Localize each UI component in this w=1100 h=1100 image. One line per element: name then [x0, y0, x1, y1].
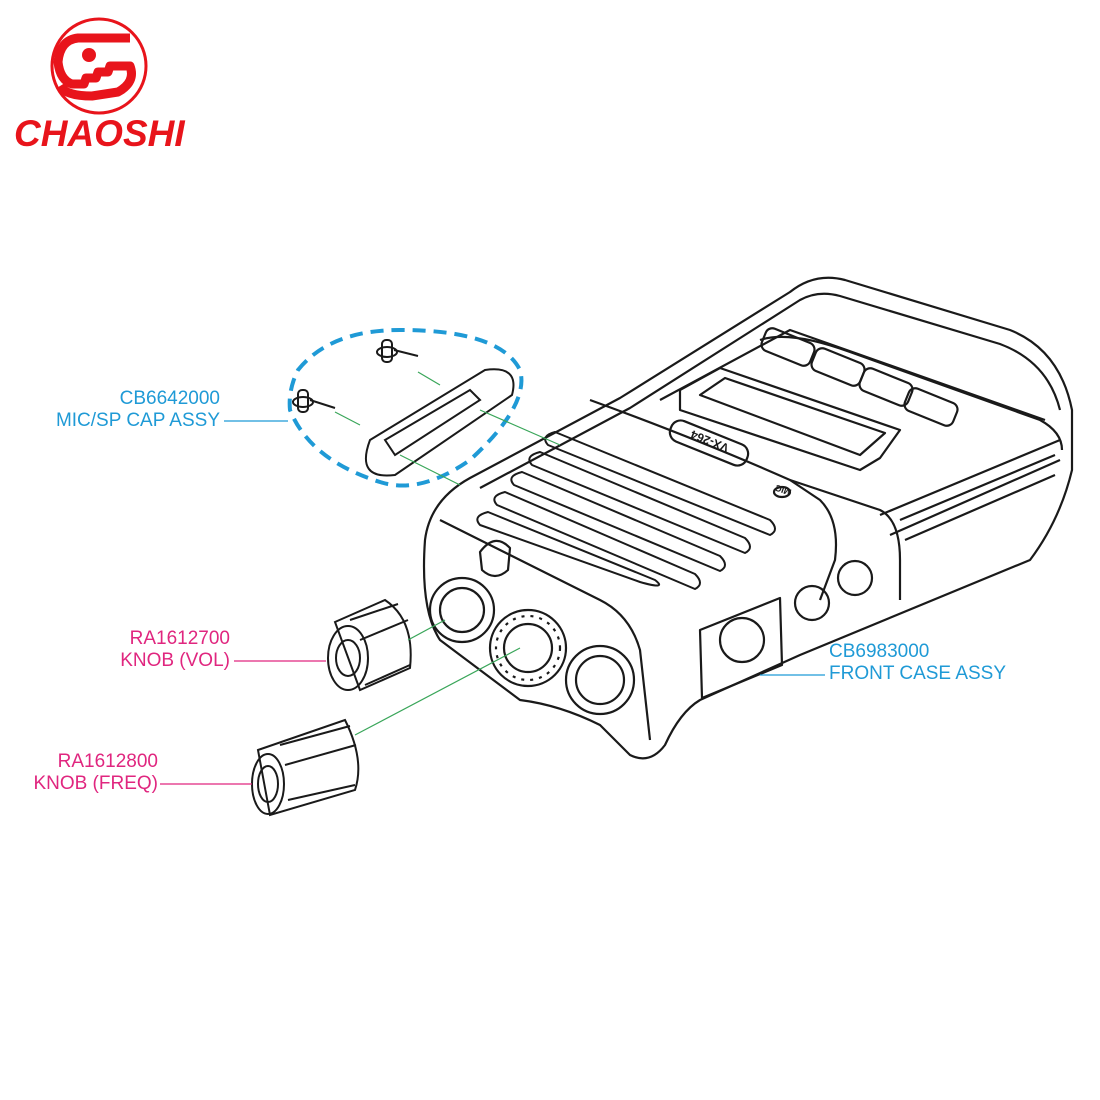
knob-vol — [327, 598, 412, 692]
mic-sp-cap-assy — [292, 339, 515, 477]
brand-name: CHAOSHI — [14, 113, 185, 154]
part-name: KNOB (FREQ) — [33, 773, 158, 794]
callout-leaders — [160, 420, 825, 785]
part-name: KNOB (VOL) — [120, 650, 230, 671]
callout-knob-vol: RA1612700 KNOB (VOL) — [120, 628, 230, 672]
callout-front-case: CB6983000 FRONT CASE ASSY — [829, 641, 1006, 685]
part-number: RA1612800 — [57, 751, 158, 772]
part-number: CB6642000 — [119, 388, 220, 409]
assembly-lines — [334, 371, 561, 736]
chaoshi-logo — [50, 17, 148, 115]
part-number: CB6983000 — [829, 641, 930, 662]
cap-assy-dashed-outline — [287, 327, 524, 488]
radio-front-case: VX-264 MIC — [422, 276, 1074, 760]
part-name: FRONT CASE ASSY — [829, 663, 1007, 684]
part-number: RA1612700 — [129, 628, 230, 649]
part-name: MIC/SP CAP ASSY — [55, 410, 220, 431]
callout-knob-freq: RA1612800 KNOB (FREQ) — [33, 751, 158, 795]
callout-mic-sp-cap: CB6642000 MIC/SP CAP ASSY — [56, 388, 220, 432]
knob-freq — [251, 718, 360, 817]
